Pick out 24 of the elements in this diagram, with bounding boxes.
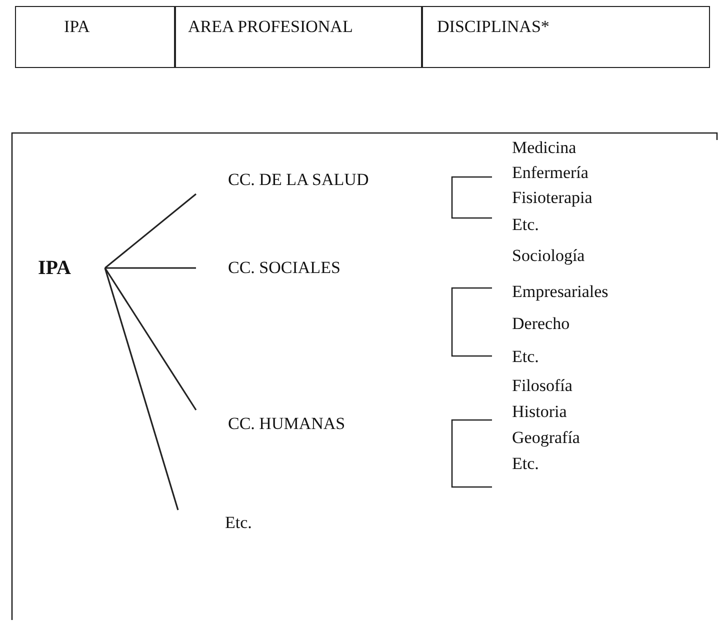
branch-line — [104, 268, 197, 410]
discipline-label: Etc. — [508, 452, 628, 476]
table-header-cell: AREA PROFESIONAL — [175, 6, 422, 68]
discipline-label: Etc. — [508, 213, 628, 237]
discipline-label: Filosofía — [508, 374, 628, 398]
branch-line — [105, 267, 196, 269]
area-label: Etc. — [178, 510, 258, 536]
branch-line — [104, 193, 196, 269]
root-label: IPA — [30, 255, 105, 281]
area-label: CC. SOCIALES — [196, 255, 366, 281]
area-label: CC. DE LA SALUD — [196, 166, 386, 194]
discipline-label: Geografía — [508, 426, 628, 450]
discipline-label: Derecho — [508, 312, 628, 336]
discipline-label: Historia — [508, 400, 628, 424]
table-header-cell: IPA — [15, 6, 175, 68]
branch-line — [104, 268, 179, 510]
discipline-label: Medicina — [508, 137, 628, 159]
discipline-label: Empresariales — [508, 280, 648, 304]
discipline-label: Etc. — [508, 345, 628, 369]
discipline-label: Sociología — [508, 244, 628, 268]
area-label: CC. HUMANAS — [196, 410, 366, 438]
table-header-cell: DISCIPLINAS* — [422, 6, 710, 68]
discipline-label: Fisioterapia — [508, 186, 628, 210]
discipline-label: Enfermería — [508, 161, 628, 185]
